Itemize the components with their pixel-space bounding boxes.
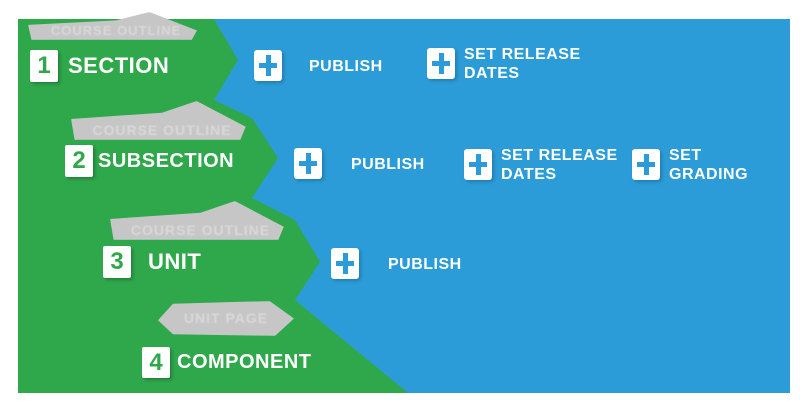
unit-number-badge: 3 xyxy=(103,246,131,278)
action-line: SET xyxy=(669,147,702,164)
unit-number: 3 xyxy=(110,248,124,275)
plus-icon xyxy=(294,148,322,179)
banner-label: UNIT PAGE xyxy=(183,309,269,326)
subsection-number-badge: 2 xyxy=(65,145,93,177)
action-line: GRADING xyxy=(669,166,749,183)
plus-icon xyxy=(254,50,282,81)
banner-label: COURSE OUTLINE xyxy=(50,23,182,38)
plus-icon-bar xyxy=(342,253,348,274)
plus-icon-bar xyxy=(475,154,481,175)
plus-icon-bar xyxy=(643,154,649,175)
action-line: SET RELEASE xyxy=(501,147,618,164)
section-label: SECTION xyxy=(68,53,170,78)
action-line: PUBLISH xyxy=(309,58,383,75)
section-set-release-dates-action: SET RELEASE DATES xyxy=(464,45,581,83)
plus-icon xyxy=(464,149,492,180)
section-publish-action: PUBLISH xyxy=(309,57,383,76)
section-number: 1 xyxy=(37,52,51,79)
action-line: PUBLISH xyxy=(388,256,462,273)
subsection-publish-action: PUBLISH xyxy=(351,155,425,174)
action-line: DATES xyxy=(501,166,557,183)
course-outline-banner: COURSE OUTLINE xyxy=(28,12,197,40)
section-number-badge: 1 xyxy=(30,50,58,82)
plus-icon-bar xyxy=(305,153,311,174)
subsection-number: 2 xyxy=(72,147,86,174)
unit-publish-action: PUBLISH xyxy=(388,255,462,274)
component-number: 4 xyxy=(149,348,163,376)
plus-icon-bar xyxy=(438,53,444,74)
action-line: DATES xyxy=(464,65,520,82)
plus-icon xyxy=(427,48,455,79)
unit-label: UNIT xyxy=(148,249,202,274)
component-number-badge: 4 xyxy=(142,347,170,378)
unit-page-banner: UNIT PAGE xyxy=(158,301,294,336)
subsection-set-release-dates-action: SET RELEASE DATES xyxy=(501,146,618,184)
action-line: PUBLISH xyxy=(351,156,425,173)
banner-label: COURSE OUTLINE xyxy=(92,122,232,138)
component-label: COMPONENT xyxy=(177,351,312,373)
plus-icon-bar xyxy=(265,55,271,76)
plus-icon xyxy=(632,149,660,180)
banner-label: COURSE OUTLINE xyxy=(130,222,271,238)
action-line: SET RELEASE xyxy=(464,46,581,63)
subsection-set-grading-action: SET GRADING xyxy=(669,146,748,184)
subsection-label: SUBSECTION xyxy=(98,149,235,172)
plus-icon xyxy=(331,248,359,279)
